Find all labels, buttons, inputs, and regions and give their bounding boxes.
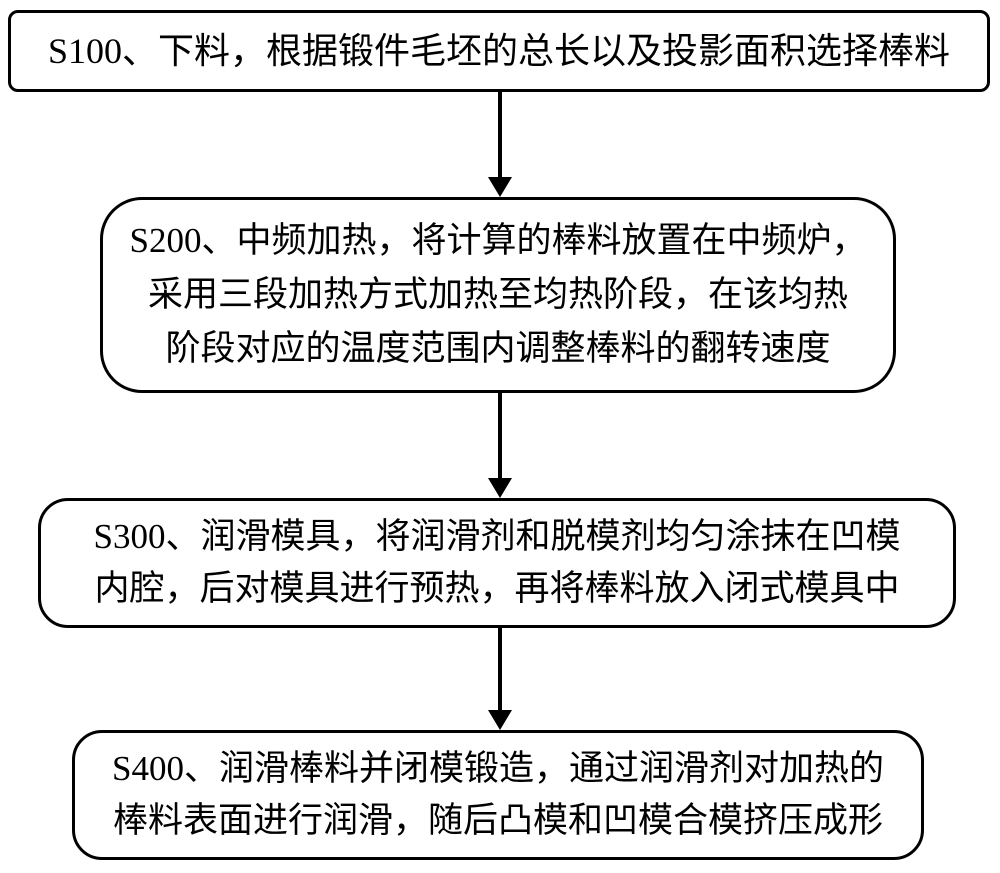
arrow-down-3 <box>488 628 512 730</box>
arrow-down-2 <box>488 393 512 498</box>
flow-step-s100: S100、下料，根据锻件毛坯的总长以及投影面积选择棒料 <box>8 10 990 92</box>
flow-step-s200-text: S200、中频加热，将计算的棒料放置在中频炉， 采用三段加热方式加热至均热阶段，… <box>129 221 867 368</box>
flow-step-s100-text: S100、下料，根据锻件毛坯的总长以及投影面积选择棒料 <box>47 31 951 71</box>
arrow-head-icon <box>488 177 512 197</box>
flow-step-s200: S200、中频加热，将计算的棒料放置在中频炉， 采用三段加热方式加热至均热阶段，… <box>100 197 896 393</box>
arrow-line <box>498 628 502 710</box>
arrow-head-icon <box>488 710 512 730</box>
arrow-line <box>498 92 502 177</box>
flow-step-s300: S300、润滑模具，将润滑剂和脱模剂均匀涂抹在凹模 内腔，后对模具进行预热，再将… <box>38 498 956 628</box>
arrow-line <box>498 393 502 478</box>
flow-step-s400: S400、润滑棒料并闭模锻造，通过润滑剂对加热的 棒料表面进行润滑，随后凸模和凹… <box>72 730 924 860</box>
flow-step-s400-text: S400、润滑棒料并闭模锻造，通过润滑剂对加热的 棒料表面进行润滑，随后凸模和凹… <box>112 749 884 840</box>
flow-step-s300-text: S300、润滑模具，将润滑剂和脱模剂均匀涂抹在凹模 内腔，后对模具进行预热，再将… <box>93 517 901 608</box>
arrow-head-icon <box>488 478 512 498</box>
arrow-down-1 <box>488 92 512 197</box>
